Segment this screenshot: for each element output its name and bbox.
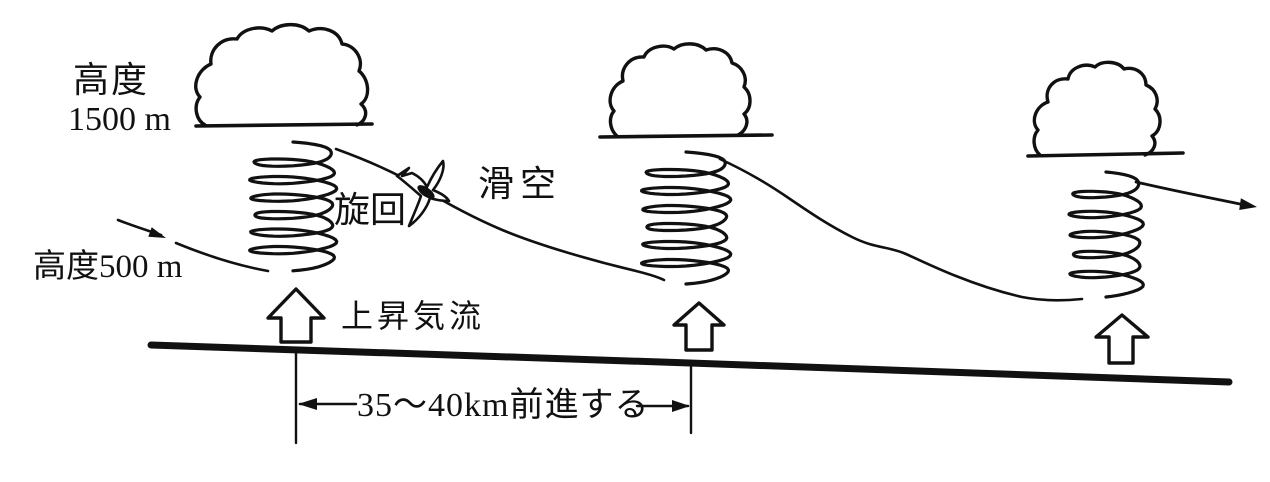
cloud-icon bbox=[1032, 60, 1162, 157]
thermal-spiral-icon bbox=[640, 150, 733, 286]
cloud-base-line bbox=[1026, 151, 1185, 158]
turning-label: 旋回 bbox=[334, 190, 407, 230]
entry-glide-path bbox=[174, 241, 270, 273]
gliding-label: 滑空 bbox=[478, 164, 563, 204]
cloud-2 bbox=[598, 42, 774, 139]
dimension-arrowhead-left-icon bbox=[298, 398, 317, 410]
updraft-arrow-icon bbox=[266, 287, 326, 344]
thermal-spiral-icon bbox=[248, 140, 339, 273]
cloud-base-line bbox=[194, 122, 374, 128]
updraft-label: 上昇気流 bbox=[341, 298, 486, 334]
altitude-cloud-title-label: 高度 bbox=[73, 60, 150, 100]
glide-path-2 bbox=[718, 157, 1084, 302]
distance-dimension bbox=[294, 349, 693, 445]
exit-arrowhead-icon bbox=[1239, 198, 1257, 210]
glider-fuselage bbox=[417, 185, 435, 199]
updraft-arrow-icon bbox=[1094, 313, 1150, 365]
exit-arrow-line bbox=[1134, 180, 1242, 206]
altitude-entry-label: 高度500 m bbox=[33, 249, 183, 285]
advance-distance-label: 35〜40km前進する bbox=[357, 387, 650, 424]
dimension-arrowhead-right-icon bbox=[672, 400, 690, 412]
updraft-arrow-icon bbox=[672, 301, 726, 352]
cloud-icon bbox=[194, 22, 370, 127]
cloud-base-line bbox=[598, 133, 774, 139]
thermal-spiral-icon bbox=[1067, 170, 1145, 299]
cloud-1 bbox=[194, 22, 374, 128]
glider-icon bbox=[395, 159, 451, 228]
cloud-icon bbox=[608, 42, 752, 138]
cloud-3 bbox=[1026, 60, 1185, 158]
entry-arrowhead-icon bbox=[148, 227, 166, 238]
altitude-cloud-value-label: 1500 m bbox=[68, 101, 171, 138]
